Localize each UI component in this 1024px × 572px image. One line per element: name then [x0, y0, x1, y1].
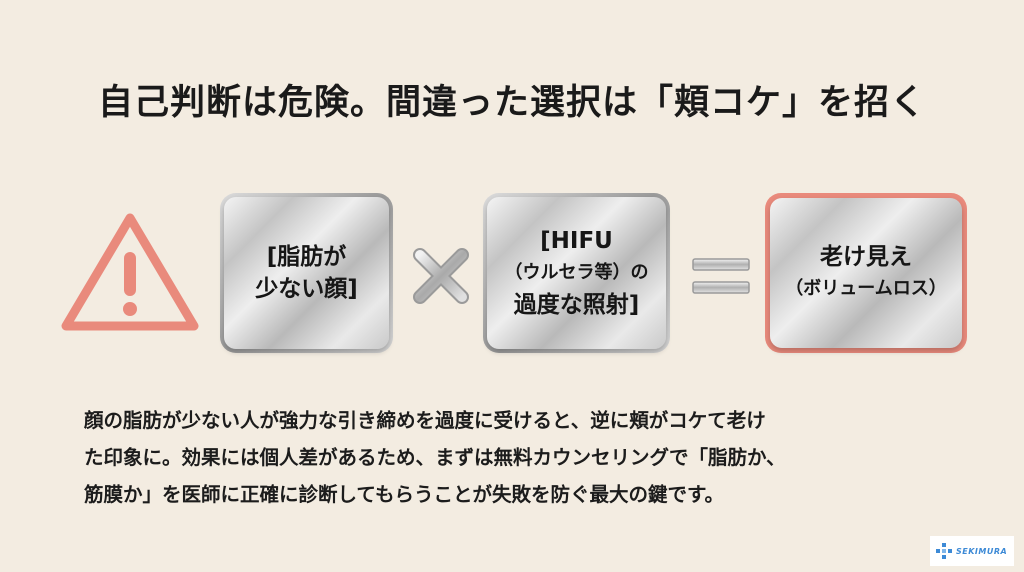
body-line-3: 筋膜か」を医師に正確に診断してもらうことが失敗を防ぐ最大の鍵です。 [84, 483, 724, 506]
card-hifu: [HIFU （ウルセラ等）の 過度な照射] [487, 197, 666, 349]
card-fat-line-1: [脂肪が [266, 244, 347, 270]
card-fat: [脂肪が 少ない顔] [224, 197, 389, 349]
body-line-1: 顔の脂肪が少ない人が強力な引き締めを過度に受けると、逆に頬がコケて老け [84, 409, 766, 432]
body-text: 顔の脂肪が少ない人が強力な引き締めを過度に受けると、逆に頬がコケて老け た印象に… [84, 402, 944, 513]
card-result: 老け見え （ボリュームロス） [770, 198, 962, 348]
card-hifu-line-2: （ウルセラ等）の [504, 262, 649, 283]
equals-icon [692, 258, 750, 294]
card-frame-result: 老け見え （ボリュームロス） [765, 193, 967, 353]
card-hifu-line-1: [HIFU [540, 228, 613, 254]
card-frame-hifu: [HIFU （ウルセラ等）の 過度な照射] [483, 193, 670, 353]
page-title: 自己判断は危険。間違った選択は「頬コケ」を招く [97, 83, 926, 123]
brand-logo: SEKIMURA [930, 536, 1014, 566]
card-frame-fat: [脂肪が 少ない顔] [220, 193, 393, 353]
card-result-line-2: （ボリュームロス） [785, 278, 947, 299]
card-fat-line-2: 少ない顔] [255, 276, 358, 302]
logo-text: SEKIMURA [956, 546, 1008, 556]
logo-mark-icon [936, 543, 952, 559]
body-line-2: た印象に。効果には個人差があるため、まずは無料カウンセリングで「脂肪か、 [84, 446, 786, 469]
card-hifu-line-3: 過度な照射] [513, 292, 640, 318]
warning-triangle-icon [61, 213, 199, 331]
card-result-line-1: 老け見え [820, 244, 912, 270]
multiply-icon [413, 248, 469, 304]
